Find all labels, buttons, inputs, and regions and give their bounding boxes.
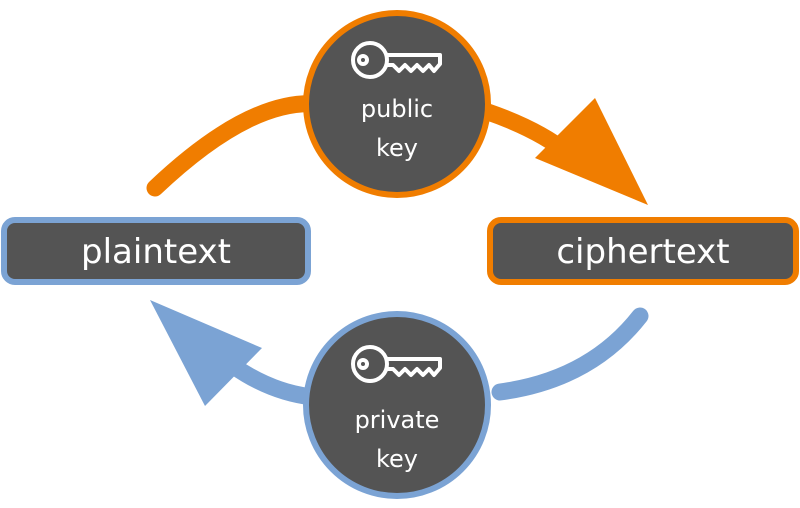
plaintext-label: plaintext [81, 232, 231, 272]
plaintext-box: plaintext [1, 217, 311, 285]
public-key-node: public key [303, 10, 491, 198]
ciphertext-box: ciphertext [487, 217, 799, 285]
private-key-label-line2: key [376, 445, 418, 473]
private-key-node: private key [303, 311, 491, 499]
ciphertext-label: ciphertext [556, 232, 729, 272]
key-icon [351, 345, 442, 383]
key-icon [351, 41, 442, 79]
public-key-label-line2: key [376, 134, 418, 162]
encrypt-arrowhead [535, 98, 648, 205]
public-key-label-line1: public [361, 95, 433, 123]
private-key-label-line1: private [355, 406, 440, 434]
decrypt-arrowhead [150, 300, 262, 406]
